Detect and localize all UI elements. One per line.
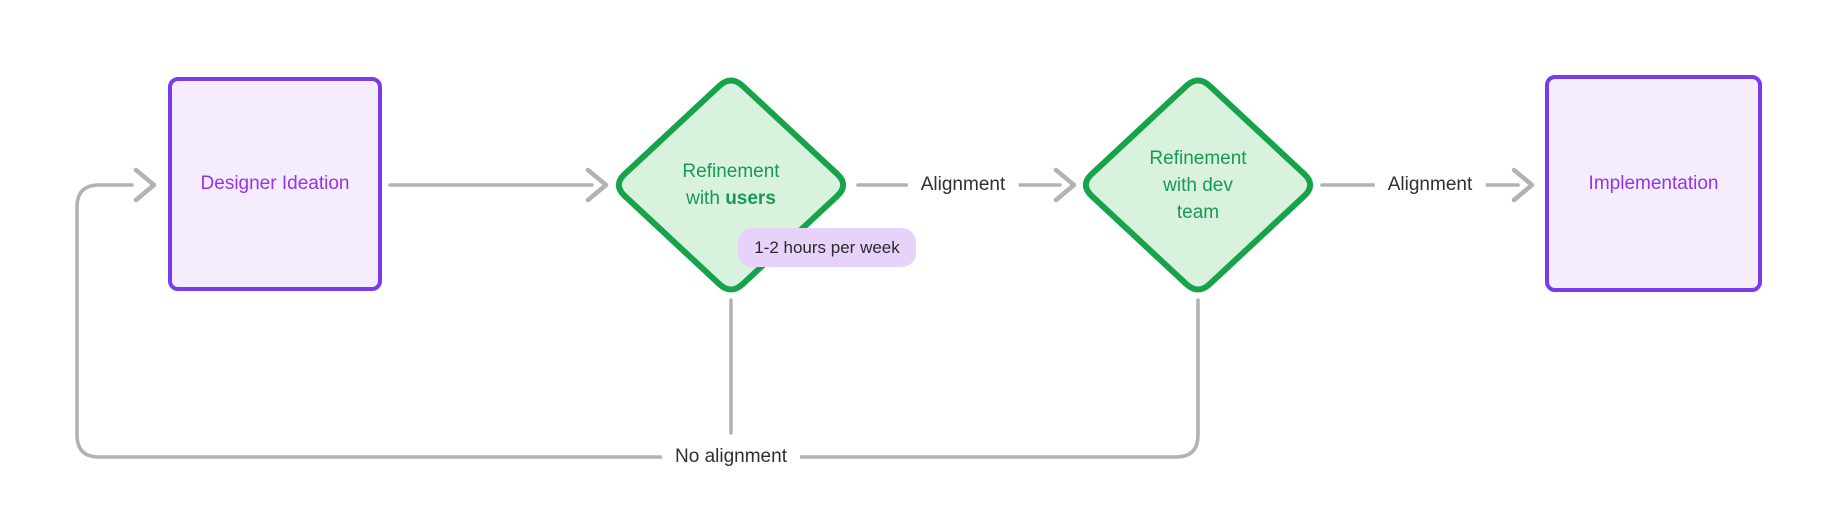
arrowhead-users-to-dev bbox=[1053, 167, 1077, 203]
edge-label-alignment-2[interactable]: Alignment bbox=[1374, 172, 1486, 198]
node-implementation[interactable]: Implementation bbox=[1545, 75, 1762, 292]
arrowhead-ideation-to-users bbox=[585, 167, 609, 203]
edge-label-alignment-1[interactable]: Alignment bbox=[907, 172, 1019, 198]
badge-hours-per-week[interactable]: 1-2 hours per week bbox=[738, 228, 916, 267]
node-designer-ideation[interactable]: Designer Ideation bbox=[168, 77, 382, 291]
node-designer-ideation-label: Designer Ideation bbox=[200, 173, 350, 194]
node-implementation-label: Implementation bbox=[1588, 172, 1719, 194]
arrowhead-loop-to-ideation bbox=[133, 167, 157, 203]
node-refinement-dev-label: Refinement with dev team bbox=[1149, 147, 1247, 223]
node-refinement-users-label: Refinement with users bbox=[682, 161, 780, 209]
diamond-shape-dev bbox=[1082, 77, 1314, 293]
arrowhead-dev-to-implementation bbox=[1511, 167, 1535, 203]
edge-label-no-alignment[interactable]: No alignment bbox=[662, 444, 800, 470]
node-refinement-dev[interactable]: Refinement with dev team bbox=[1075, 70, 1321, 300]
edge-no-alignment-loop bbox=[75, 183, 1200, 459]
